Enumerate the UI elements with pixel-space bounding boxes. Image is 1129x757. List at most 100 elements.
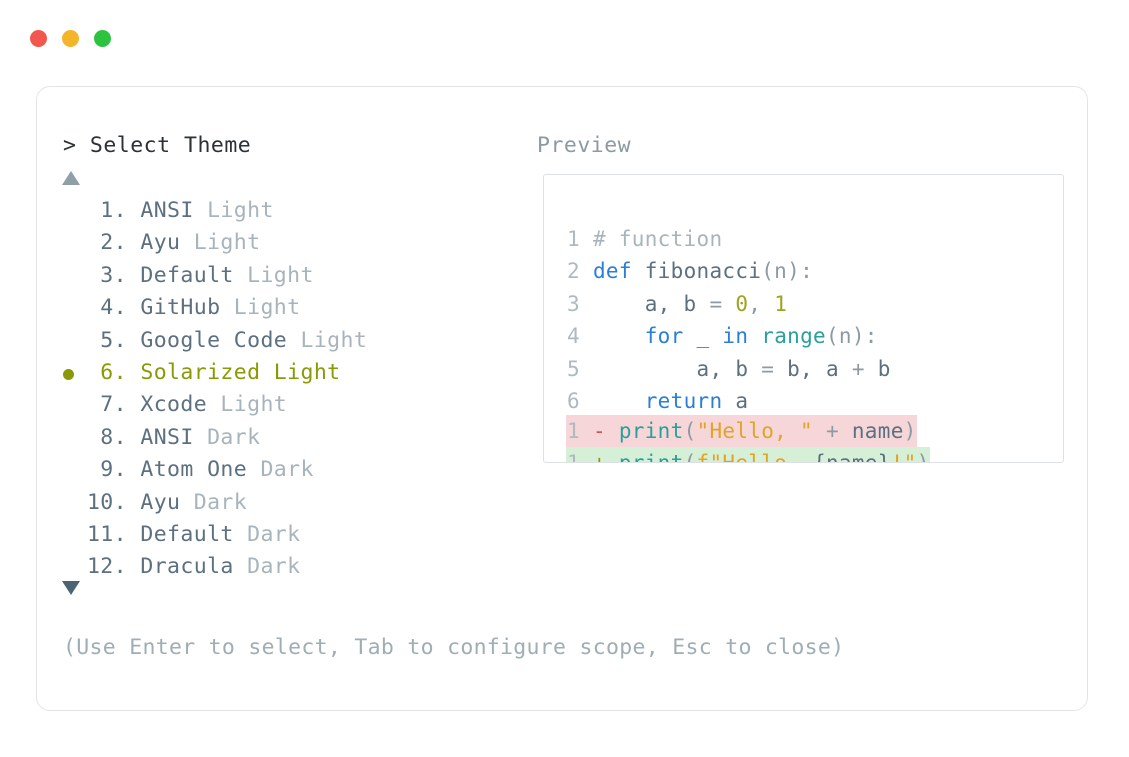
diff-token: print [618, 419, 684, 443]
theme-item-variant: Dark [233, 521, 301, 547]
code-token: = [709, 291, 736, 316]
theme-item-variant: Light [180, 230, 261, 256]
code-line: 2 def fibonacci(n): [566, 255, 891, 287]
code-token: b, a [787, 356, 852, 381]
code-line: 3 a, b = 0, 1 [566, 288, 891, 320]
theme-list-item[interactable]: 9. Atom One Dark [37, 454, 507, 486]
code-token: (n): [825, 324, 878, 349]
diff-line-add: 1 + print(f"Hello, {name}!") [566, 447, 930, 462]
theme-item-index: 8. [100, 424, 127, 450]
theme-item-text: 2. Ayu Light [85, 227, 260, 259]
scroll-up-icon[interactable] [62, 171, 80, 185]
theme-item-text: 9. Atom One Dark [85, 454, 314, 486]
theme-item-name: ANSI [127, 424, 194, 450]
gutter-gap [580, 324, 593, 348]
theme-item-name: Solarized [127, 359, 261, 385]
code-token: fibonacci [644, 259, 762, 284]
line-number: 3 [567, 291, 580, 316]
code-token: , [748, 291, 775, 316]
diff-token: "Hello, " [696, 419, 814, 443]
gutter-gap [580, 292, 593, 316]
theme-item-text: 7. Xcode Light [85, 389, 287, 421]
diff-line-del: 1 - print("Hello, " + name) [566, 415, 917, 448]
code-token [593, 389, 645, 413]
theme-item-text: 10. Ayu Dark [85, 487, 247, 519]
code-line: 6 return a [566, 385, 891, 417]
diff-token: print [619, 451, 684, 462]
maximize-button[interactable] [94, 30, 111, 47]
theme-list-item[interactable]: 10. Ayu Dark [37, 487, 507, 519]
diff-token: ( [683, 419, 697, 443]
gutter-gap [580, 389, 593, 413]
theme-list-item[interactable]: 6. Solarized Light [37, 357, 507, 389]
page-title: > Select Theme [63, 133, 252, 158]
code-token: b [877, 356, 891, 381]
theme-item-name: Atom One [127, 457, 248, 483]
diff-token: !" [891, 451, 917, 462]
theme-item-index: 10. [86, 489, 127, 515]
code-token: range [761, 324, 826, 349]
theme-item-variant: Light [287, 327, 368, 353]
theme-item-name: Xcode [127, 392, 208, 418]
theme-list-item[interactable]: 5. Google Code Light [37, 325, 507, 357]
code-token: return [644, 388, 736, 413]
theme-item-name: Ayu [127, 489, 181, 515]
gutter-gap [580, 227, 593, 251]
diff-token: f"Hello, [697, 451, 814, 462]
theme-item-text: 6. Solarized Light [85, 357, 341, 389]
code-token: in [722, 324, 762, 349]
code-token: for [644, 324, 697, 349]
diff-token: ( [684, 451, 697, 462]
theme-item-name: GitHub [127, 295, 221, 321]
code-token: + [851, 356, 878, 381]
preview-label: Preview [537, 133, 632, 158]
theme-item-variant: Light [220, 295, 301, 321]
code-token [593, 324, 645, 348]
gutter-gap [580, 357, 593, 381]
theme-list-item[interactable]: 3. Default Light [37, 260, 507, 292]
theme-item-index: 12. [86, 554, 127, 580]
keyboard-hint: (Use Enter to select, Tab to configure s… [63, 635, 845, 660]
theme-list-item[interactable]: 12. Dracula Dark [37, 551, 507, 583]
theme-list-item[interactable]: 8. ANSI Dark [37, 422, 507, 454]
diff-token: ) [903, 419, 917, 443]
theme-item-name: Ayu [127, 230, 181, 256]
window-titlebar [30, 30, 111, 47]
theme-list-item[interactable]: 4. GitHub Light [37, 292, 507, 324]
code-token: def [592, 259, 645, 284]
code-token: 0 [735, 291, 749, 316]
close-button[interactable] [30, 30, 47, 47]
selected-bullet-icon [63, 368, 74, 380]
theme-item-text: 8. ANSI Dark [85, 422, 260, 454]
theme-item-index: 1. [100, 198, 127, 223]
minimize-button[interactable] [62, 30, 79, 47]
theme-item-variant: Light [193, 198, 274, 223]
theme-list-item[interactable]: 1. ANSI Light [37, 195, 507, 227]
theme-list-item[interactable]: 2. Ayu Light [37, 227, 507, 259]
diff-block: 1 - print("Hello, " + name)1 + print(f"H… [566, 415, 930, 462]
theme-item-name: Default [127, 521, 234, 547]
diff-token: ) [917, 451, 930, 462]
theme-item-index: 2. [100, 230, 127, 256]
gutter-gap [580, 259, 593, 283]
line-number: 5 [567, 356, 580, 381]
theme-item-text: 5. Google Code Light [85, 325, 367, 357]
theme-list-item[interactable]: 7. Xcode Light [37, 389, 507, 421]
theme-item-text: 3. Default Light [85, 260, 314, 292]
diff-marker: - [580, 419, 619, 443]
code-token: a [735, 388, 749, 413]
theme-item-name: Dracula [127, 554, 234, 580]
theme-item-variant: Light [260, 359, 341, 385]
theme-item-text: 11. Default Dark [85, 519, 301, 551]
theme-item-index: 5. [100, 327, 127, 353]
theme-item-variant: Dark [233, 554, 301, 580]
line-number: 4 [567, 324, 580, 349]
scroll-down-icon[interactable] [62, 581, 80, 595]
code-token: _ [696, 324, 723, 349]
theme-item-index: 3. [100, 262, 127, 288]
diff-line-number: 1 [567, 419, 580, 443]
theme-list-item[interactable]: 11. Default Dark [37, 519, 507, 551]
